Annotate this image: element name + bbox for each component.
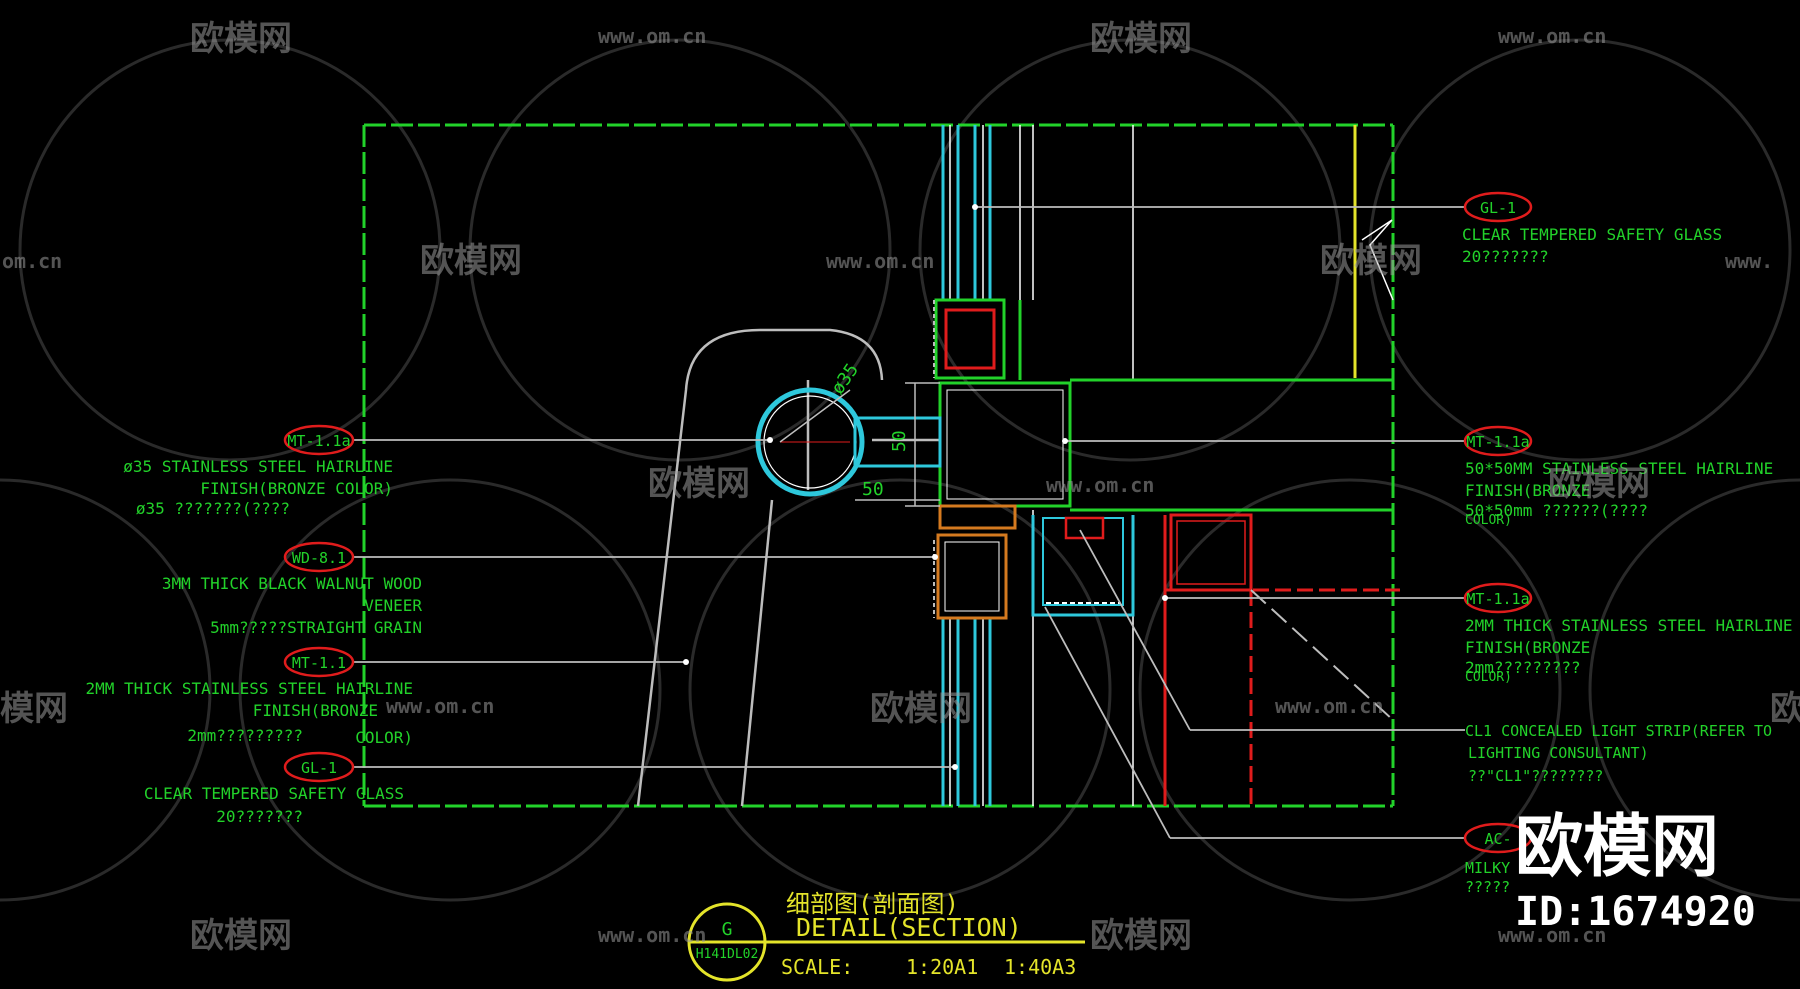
rnote-tube-line3: 50*50mm ??????(????	[1465, 501, 1648, 520]
notes-left: ø35 STAINLESS STEEL HAIRLINE FINISH(BRON…	[85, 457, 422, 826]
rnote-light-line1: CL1 CONCEALED LIGHT STRIP(REFER TO	[1465, 722, 1772, 740]
stamp-id: ID:1674920	[1515, 889, 1756, 935]
svg-text:om.cn: om.cn	[2, 249, 62, 273]
watermark-text: 欧模网 www.om.cn 欧模网 www.om.cn om.cn 欧模网 ww…	[0, 19, 1800, 956]
scale-label: SCALE:	[781, 955, 853, 979]
tag-mt11-left: MT-1.1	[283, 646, 355, 678]
tag-mt11a-right-2: MT-1.1a	[1463, 582, 1533, 614]
svg-text:欧模网: 欧模网	[190, 916, 292, 956]
tag-wd81: WD-8.1	[283, 541, 355, 573]
red-box	[1163, 513, 1400, 806]
yellow-glass-edge	[1353, 125, 1394, 378]
svg-text:欧模网: 欧模网	[1548, 464, 1650, 504]
svg-text:GL-1: GL-1	[1480, 199, 1516, 217]
dimension-lines	[855, 382, 940, 507]
note-handrail-line1: ø35 STAINLESS STEEL HAIRLINE	[123, 457, 393, 476]
note-handrail-line2: FINISH(BRONZE COLOR)	[200, 479, 393, 498]
svg-text:欧模网: 欧模网	[420, 241, 522, 281]
leader-dots	[683, 204, 1168, 770]
svg-text:MT-1.1a: MT-1.1a	[287, 432, 350, 450]
rnote-glass-line1: CLEAR TEMPERED SAFETY GLASS	[1462, 225, 1722, 244]
svg-text:MT-1.1a: MT-1.1a	[1466, 590, 1529, 608]
glass-panel	[941, 125, 992, 806]
dim-horizontal-50: 50	[862, 479, 884, 500]
rnote-steel-line3: 2mm?????????	[1465, 658, 1581, 677]
note-handrail-line3: ø35 ???????(????	[136, 499, 290, 518]
svg-text:欧模网: 欧模网	[1090, 19, 1192, 59]
note-steel-line1: 2MM THICK STAINLESS STEEL HAIRLINE	[85, 679, 413, 698]
notes-right: CLEAR TEMPERED SAFETY GLASS 20??????? 50…	[1462, 225, 1793, 896]
tag-ac: AC-	[1463, 822, 1533, 854]
svg-text:www.om.cn: www.om.cn	[386, 694, 494, 718]
rnote-steel-line1: 2MM THICK STAINLESS STEEL HAIRLINE	[1465, 616, 1793, 635]
rnote-glass-line2: 20???????	[1462, 247, 1549, 266]
note-wood-line2: VENEER	[364, 596, 422, 615]
tag-mt11a-right-1: MT-1.1a	[1463, 425, 1533, 457]
title-en: DETAIL(SECTION)	[796, 913, 1022, 942]
note-wood-line1: 3MM THICK BLACK WALNUT WOOD	[162, 574, 422, 593]
support-bracket	[636, 328, 940, 807]
scale-1: 1:20A1	[906, 955, 978, 979]
svg-text:欧模网: 欧模网	[1090, 916, 1192, 956]
leader-lines	[354, 206, 1465, 839]
tag-mt11a-left: MT-1.1a	[283, 424, 355, 456]
rnote-tube-line4: COLOR)	[1465, 513, 1512, 528]
note-glass-line1: CLEAR TEMPERED SAFETY GLASS	[144, 784, 404, 803]
title-cn: 细部图(剖面图)	[786, 890, 959, 918]
svg-text:MT-1.1a: MT-1.1a	[1466, 433, 1529, 451]
svg-text:WD-8.1: WD-8.1	[292, 549, 346, 567]
note-wood-line3: 5mm?????STRAIGHT GRAIN	[210, 618, 422, 637]
rnote-light-line2: LIGHTING CONSULTANT)	[1468, 744, 1649, 762]
lower-channel	[933, 504, 1017, 620]
note-glass-line2: 20???????	[216, 807, 303, 826]
svg-text:欧模网: 欧模网	[648, 464, 750, 504]
hidden-lines	[1250, 589, 1394, 721]
svg-text:www.om.cn: www.om.cn	[1498, 24, 1606, 48]
svg-text:欧模网: 欧模网	[870, 689, 972, 729]
stamp-brand: 欧模网	[1515, 808, 1719, 887]
svg-text:GL-1: GL-1	[301, 759, 337, 777]
symbol-top: G	[722, 919, 733, 940]
symbol-bottom: H141DL02	[696, 947, 759, 962]
svg-text:www.om.cn: www.om.cn	[598, 923, 706, 947]
svg-text:欧: 欧	[1770, 689, 1800, 729]
note-steel-line3: COLOR)	[355, 728, 413, 747]
dim-vertical-50: 50	[889, 430, 910, 452]
svg-text:www.om.cn: www.om.cn	[1046, 473, 1154, 497]
scale-2: 1:40A3	[1004, 955, 1076, 979]
svg-text:欧模网: 欧模网	[190, 19, 292, 59]
rnote-steel-line2: FINISH(BRONZE	[1465, 638, 1590, 657]
handrail-35mm	[755, 387, 942, 497]
svg-text:www.om.cn: www.om.cn	[1498, 923, 1606, 947]
rnote-light-line3: ??"CL1"????????	[1468, 767, 1603, 785]
glass-panel-white-core	[949, 125, 1134, 806]
svg-text:www.: www.	[1725, 249, 1773, 273]
note-steel-line2: FINISH(BRONZE	[253, 701, 378, 720]
rnote-milky-line2: ?????	[1465, 878, 1510, 896]
rnote-milky-line1: MILKY	[1465, 859, 1510, 877]
svg-text:AC-: AC-	[1484, 830, 1511, 848]
rnote-steel-line4: COLOR)	[1465, 670, 1512, 685]
upper-channel	[933, 298, 1006, 380]
svg-text:欧模网: 欧模网	[1320, 241, 1422, 281]
brand-stamp: 欧模网 ID:1674920	[1515, 808, 1756, 935]
title-block: G H141DL02 细部图(剖面图) DETAIL(SECTION) SCAL…	[687, 890, 1085, 982]
tag-gl1-left: GL-1	[283, 751, 355, 783]
svg-text:www.om.cn: www.om.cn	[598, 24, 706, 48]
tag-gl1-right: GL-1	[1463, 191, 1533, 223]
rnote-tube-line2: FINISH(BRONZE	[1465, 481, 1590, 500]
rnote-tube-line1: 50*50MM STAINLESS STEEL HAIRLINE	[1465, 459, 1773, 478]
note-steel-line4: 2mm?????????	[187, 726, 303, 745]
outer-frame	[362, 123, 1395, 808]
svg-text:www.om.cn: www.om.cn	[826, 249, 934, 273]
svg-text:www.om.cn: www.om.cn	[1275, 694, 1383, 718]
svg-text:MT-1.1: MT-1.1	[292, 654, 346, 672]
watermark-arcs	[0, 38, 1800, 902]
svg-text:模网: 模网	[0, 689, 68, 729]
